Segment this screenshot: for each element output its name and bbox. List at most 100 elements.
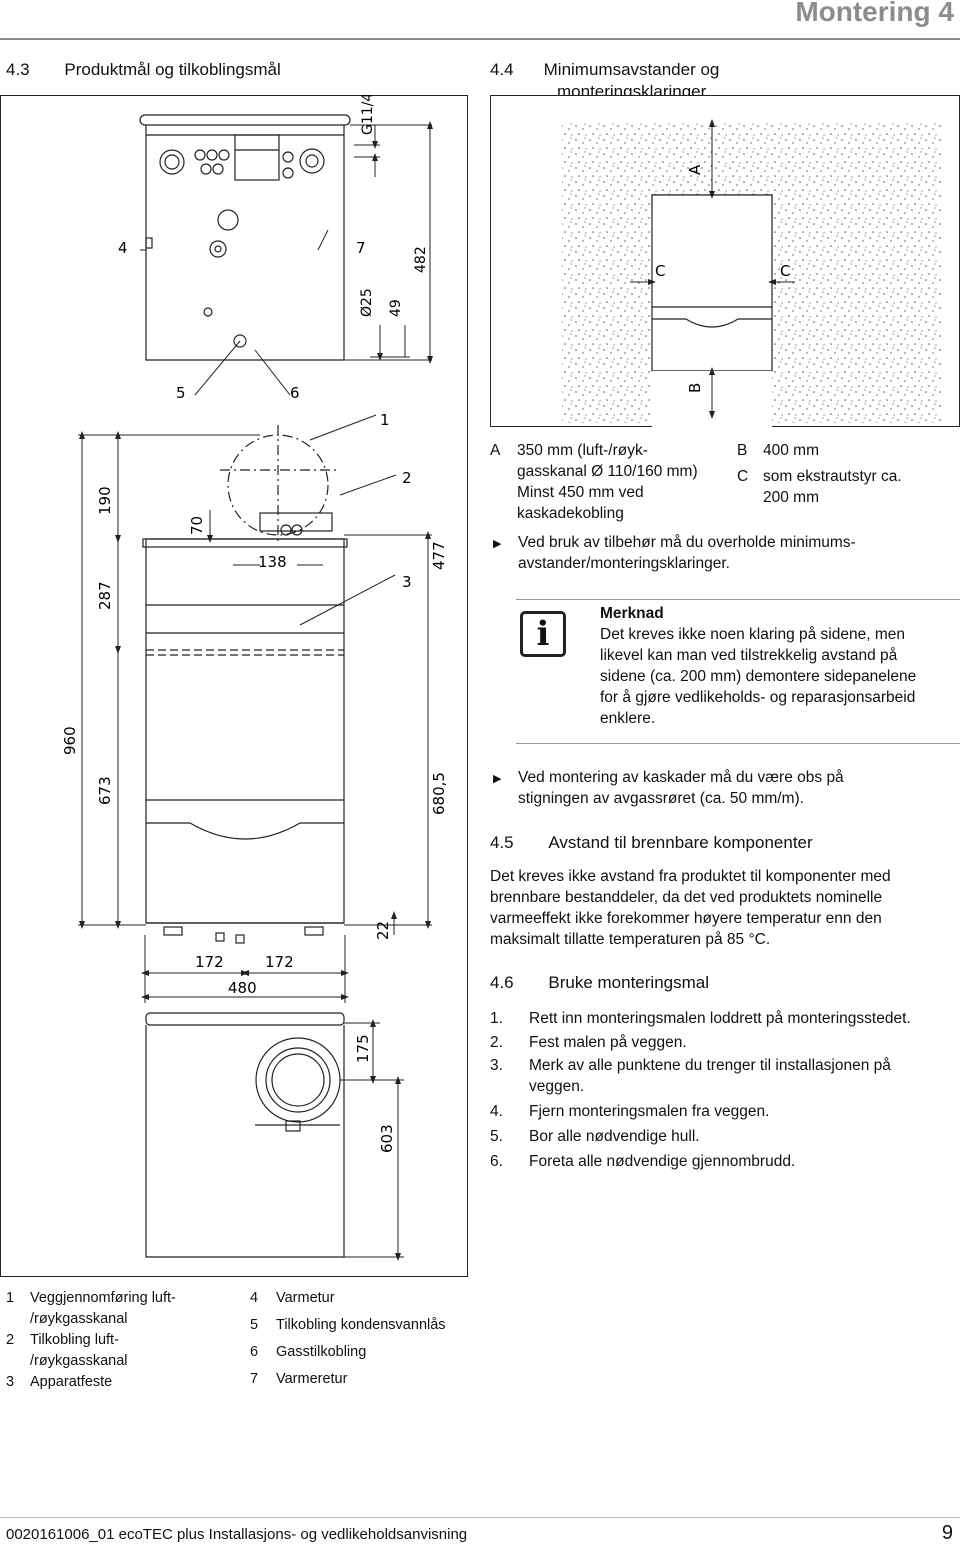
clearance-drawing: A B C C: [490, 95, 960, 427]
spec-a-line4: kaskadekobling: [517, 505, 624, 522]
boiler-rear-view: [145, 1012, 345, 1258]
step-item: 3. Merk av alle punktene du trenger til …: [490, 1055, 958, 1101]
bullet-accessories-line1: Ved bruk av tilbehør må du overholde min…: [518, 534, 856, 551]
step-number: 4.: [490, 1103, 503, 1120]
label-d70: 70: [188, 516, 206, 535]
section-4-6-number: 4.6: [490, 973, 514, 992]
note-line1: Det kreves ikke noen klaring på sidene, …: [600, 626, 905, 643]
step-text: Foreta alle nødvendige gjennombrudd.: [529, 1153, 796, 1170]
footer-rule: [0, 1517, 960, 1518]
note-title: Merknad: [600, 605, 664, 622]
section-4-5-title: Avstand til brennbare komponenter: [548, 833, 813, 852]
label-d172b: 172: [265, 953, 294, 971]
step-item: 2. Fest malen på veggen.: [490, 1032, 958, 1056]
spec-a-line3: Minst 450 mm ved: [517, 484, 644, 501]
section-4-3-number: 4.3: [6, 60, 30, 79]
callout-6: 6: [290, 384, 300, 402]
label-d190: 190: [96, 486, 114, 515]
label-d175: 175: [354, 1034, 372, 1063]
step-item: 5. Bor alle nødvendige hull.: [490, 1126, 958, 1151]
label-d673: 673: [96, 776, 114, 805]
top-view-dimensions: [140, 121, 433, 396]
step-number: 6.: [490, 1153, 503, 1170]
drawing-frame: [0, 95, 468, 1277]
spec-c-key: C: [737, 468, 749, 485]
legend-number: 4: [250, 1290, 259, 1306]
legend-item-7: 7 Varmeretur: [250, 1369, 480, 1396]
label-d172a: 172: [195, 953, 224, 971]
legend-text: Varmetur: [276, 1290, 335, 1306]
step-text: Fjern monteringsmalen fra veggen.: [529, 1103, 770, 1120]
legend-text: Apparatfeste: [30, 1374, 113, 1390]
step-text: Bor alle nødvendige hull.: [529, 1128, 700, 1145]
bullet-arrow-icon: ▶: [493, 773, 502, 785]
step-item: 1. Rett inn monteringsmalen loddrett på …: [490, 1008, 958, 1032]
note-line4: for å gjøre vedlikeholds- og reparasjons…: [600, 689, 916, 706]
spec-c: C som ekstrautstyr ca. 200 mm: [737, 466, 957, 508]
page-number: 9: [941, 1522, 953, 1544]
section-4-6-steps: 1. Rett inn monteringsmalen loddrett på …: [490, 1008, 958, 1176]
label-d480: 480: [228, 979, 257, 997]
boiler-top-view: [139, 114, 351, 361]
info-icon: i: [520, 611, 566, 657]
section-4-4-title-1: Minimumsavstander og: [543, 60, 720, 79]
legend-number: 6: [250, 1344, 259, 1360]
bullet-cascade-line2: stigningen av avgassrøret (ca. 50 mm/m).: [518, 790, 804, 807]
label-d482: 482: [413, 246, 429, 273]
legend-text: Veggjennomføring luft-: [30, 1290, 176, 1306]
label-d960: 960: [61, 726, 79, 755]
section-4-5-line4: maksimalt tillatte temperaturen på 85 °C…: [490, 931, 771, 948]
dimension-drawing: G11/4 Ø25 49 482 4 7 5 6: [0, 95, 468, 1277]
legend-number: 7: [250, 1371, 259, 1387]
section-4-5-line2: brennbare bestanddeler, da det ved produ…: [490, 889, 883, 906]
step-item: 4. Fjern monteringsmalen fra veggen.: [490, 1101, 958, 1126]
header-rule: [0, 38, 960, 40]
spec-b: B 400 mm: [737, 440, 957, 461]
footer-text: 0020161006_01 ecoTEC plus Installasjons-…: [6, 1526, 468, 1543]
rear-view-dimensions: [340, 1019, 404, 1261]
legend-item-1: 1 Veggjennomføring luft-/røykgasskanal: [6, 1288, 216, 1330]
section-4-5-number: 4.5: [490, 833, 514, 852]
step-text: Rett inn monteringsmalen loddrett på mon…: [529, 1010, 911, 1027]
section-4-5-line3: varmeeffekt ikke forekommer høyere tempe…: [490, 910, 882, 927]
step-number: 3.: [490, 1057, 503, 1074]
legend-number: 1: [6, 1290, 15, 1306]
legend-text: Tilkobling luft-: [30, 1332, 119, 1348]
label-d477: 477: [430, 541, 448, 570]
label-g114: G11/4: [360, 95, 376, 135]
section-4-6-title: Bruke monteringsmal: [548, 973, 709, 992]
spec-a-line2: gasskanal Ø 110/160 mm): [517, 463, 698, 480]
callout-4: 4: [118, 239, 128, 257]
legend-item-4: 4 Varmetur: [250, 1288, 480, 1315]
callout-2: 2: [402, 469, 412, 487]
boiler-outline: [651, 194, 773, 372]
section-4-3-title: Produktmål og tilkoblingsmål: [64, 60, 281, 79]
note-box: [516, 599, 960, 744]
note-content: Merknad Det kreves ikke noen klaring på …: [600, 603, 960, 729]
label-d22: 22: [374, 921, 392, 940]
clearance-label-c-right: C: [780, 262, 790, 280]
step-text: Merk av alle punktene du trenger til ins…: [529, 1057, 891, 1074]
spec-c-line1: som ekstrautstyr ca.: [763, 468, 902, 485]
bullet-accessories-line2: avstander/monteringsklaringer.: [518, 555, 730, 572]
callout-7: 7: [356, 239, 366, 257]
note-line3: sidene (ca. 200 mm) demontere sidepanele…: [600, 668, 917, 685]
legend-text: Gasstilkobling: [276, 1344, 367, 1360]
step-number: 1.: [490, 1010, 503, 1027]
step-number: 2.: [490, 1033, 503, 1051]
section-4-5-line1: Det kreves ikke avstand fra produktet ti…: [490, 868, 891, 885]
clearance-label-b: B: [686, 383, 704, 393]
spec-a-key: A: [490, 442, 501, 459]
spec-a: A 350 mm (luft-/røyk- gasskanal Ø 110/16…: [490, 440, 720, 524]
section-4-5-body: Det kreves ikke avstand fra produktet ti…: [490, 866, 955, 950]
boiler-front-view: [142, 425, 348, 944]
note-line2: likevel kan man ved tilstrekkelig avstan…: [600, 647, 898, 664]
legend-number: 5: [250, 1317, 259, 1333]
section-4-6-heading: 4.6 Bruke monteringsmal: [490, 973, 709, 993]
legend-item-3: 3 Apparatfeste: [6, 1372, 216, 1393]
legend-text: Tilkobling kondensvannlås: [276, 1317, 446, 1333]
front-view-dimensions: [78, 414, 432, 1003]
clearance-arrows: [630, 119, 795, 419]
legend-item-6: 6 Gasstilkobling: [250, 1342, 480, 1369]
legend-col-2: 4 Varmetur 5 Tilkobling kondensvannlås 6…: [250, 1288, 480, 1396]
